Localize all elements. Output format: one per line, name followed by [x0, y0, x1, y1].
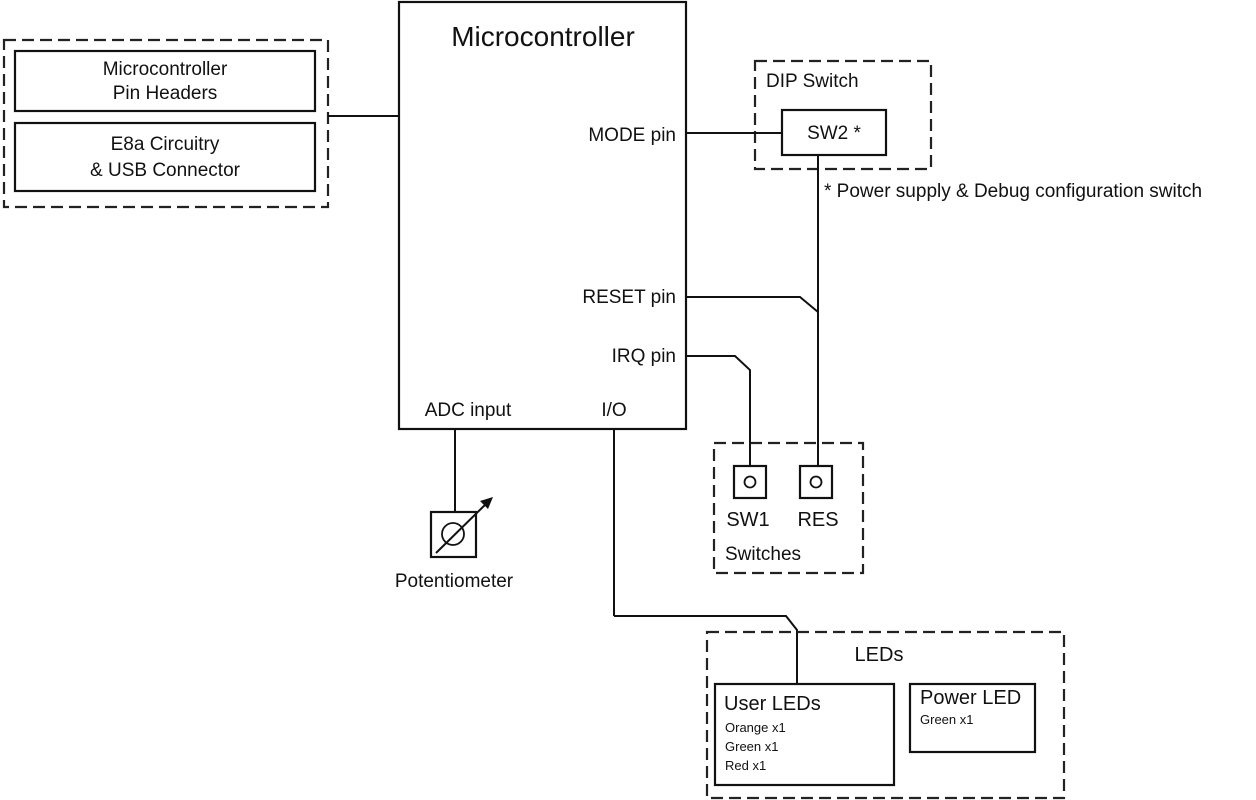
- power-led-title: Power LED: [920, 687, 1021, 709]
- pin-headers-label-line1: Microcontroller: [103, 59, 228, 80]
- e8a-label-line2: & USB Connector: [90, 160, 241, 181]
- microcontroller-title: Microcontroller: [451, 21, 635, 52]
- irq-pin-wire: [686, 355, 751, 466]
- dip-switch-border: [753, 59, 933, 171]
- e8a-circuitry-box: [13, 121, 317, 193]
- reset-pin-wire: [686, 296, 819, 313]
- sw2-box: [780, 108, 888, 157]
- res-button-knob: [809, 475, 823, 489]
- dip-switch-title: DIP Switch: [766, 71, 859, 92]
- dip-switch-note: * Power supply & Debug configuration swi…: [824, 181, 1202, 202]
- sw2-label: SW2 *: [807, 123, 861, 144]
- io-label: I/O: [601, 400, 626, 421]
- leds-title: LEDs: [855, 644, 904, 666]
- power-led-box: [908, 682, 1037, 754]
- e8a-label-line1: E8a Circuitry: [111, 134, 220, 155]
- microcontroller-box: [397, 0, 688, 431]
- adc-input-label: ADC input: [425, 400, 512, 421]
- power-led-green: Green x1: [920, 712, 973, 727]
- reset-pin-label: RESET pin: [582, 287, 676, 308]
- user-leds-title: User LEDs: [724, 693, 821, 715]
- user-led-red: Red x1: [725, 758, 766, 773]
- potentiometer-arrow-line: [435, 499, 491, 554]
- user-led-orange: Orange x1: [725, 720, 786, 735]
- potentiometer-arrow-head: [480, 497, 493, 509]
- switches-border: [712, 441, 865, 575]
- irq-pin-label: IRQ pin: [612, 346, 676, 367]
- pin-headers-label-line2: Pin Headers: [113, 83, 218, 104]
- mode-pin-label: MODE pin: [588, 125, 676, 146]
- res-button: [798, 464, 834, 500]
- user-led-green: Green x1: [725, 739, 778, 754]
- potentiometer-label: Potentiometer: [395, 571, 514, 592]
- user-leds-box: [713, 682, 896, 787]
- potentiometer-circle: [441, 522, 465, 546]
- pin-headers-box: [13, 49, 317, 113]
- io-wire-to-leds: [614, 615, 798, 684]
- sw1-label: SW1: [726, 509, 769, 531]
- res-label: RES: [797, 509, 838, 531]
- leds-border: [705, 630, 1066, 800]
- sw1-button-knob: [743, 475, 757, 489]
- headers-group-border: [2, 38, 330, 209]
- switches-title: Switches: [725, 544, 801, 565]
